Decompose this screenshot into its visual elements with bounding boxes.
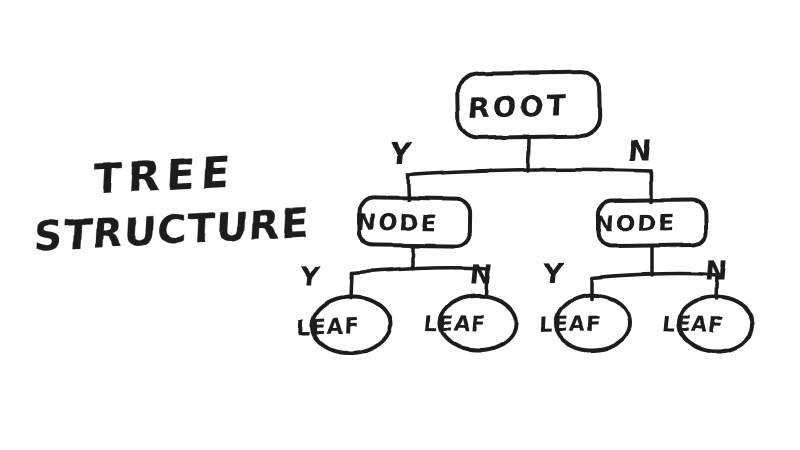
edge-label-root-no: N [626, 134, 653, 168]
connector-root-crossbar [406, 168, 653, 177]
node-right-label: NODE [594, 211, 677, 238]
leaf-4-label: LEAF [661, 310, 726, 337]
edge-label-left-yes: Y [298, 262, 322, 293]
connector-left-crossbar [350, 266, 489, 275]
connector-right-crossbar [590, 271, 719, 280]
leaf-3-label: LEAF [539, 311, 603, 337]
connector-left-children [349, 245, 489, 300]
connector-left-yes-drop [349, 271, 354, 300]
connector-root-left-drop [406, 173, 411, 202]
leaf-3-ellipse [554, 292, 632, 354]
leaf-4-ellipse [677, 294, 755, 354]
leaf-1-ellipse [310, 294, 392, 356]
diagram-labels: ROOT Y N NODE NODE Y N Y N LEAF LEAF LEA… [297, 89, 729, 340]
edge-label-right-yes: Y [541, 259, 565, 290]
edge-label-root-yes: Y [388, 136, 414, 170]
node-left-label: NODE [355, 210, 439, 237]
root-node-label: ROOT [468, 89, 569, 126]
connector-left-no-drop [484, 267, 489, 299]
leaf-2-label: LEAF [423, 310, 487, 336]
leaf-1-label: LEAF [297, 313, 360, 340]
edge-label-left-no: N [468, 260, 493, 291]
connector-root-children [406, 136, 653, 204]
diagram-shapes [310, 70, 755, 356]
diagram-title-line1: TREE [92, 147, 237, 204]
leaf-2-ellipse [438, 293, 518, 353]
connector-root-stem [526, 136, 531, 173]
edge-label-right-no: N [704, 256, 729, 287]
